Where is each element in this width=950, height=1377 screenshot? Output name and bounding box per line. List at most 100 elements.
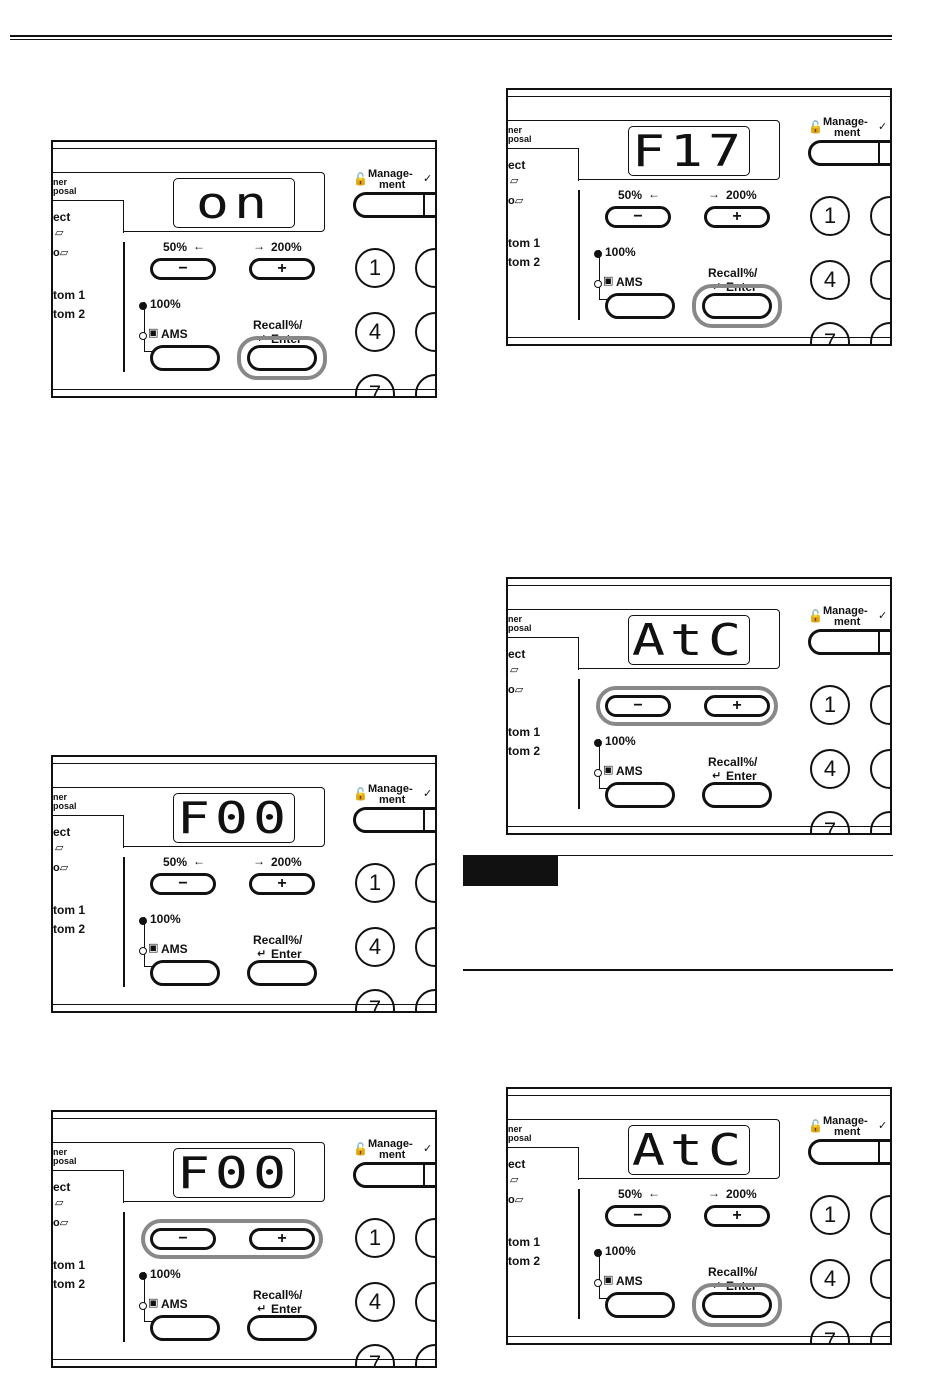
key-7[interactable]: 7 [810,322,850,344]
key-7[interactable]: 7 [355,1344,395,1366]
zoom-minus-button[interactable]: − [150,873,216,895]
enter-button[interactable] [247,1315,317,1341]
bracket-line [144,917,145,967]
lcd-readout: AtC [631,615,747,666]
enter-label: Enter [726,769,757,783]
enter-label: Enter [271,947,302,961]
enter-button[interactable] [702,1292,772,1318]
indicator-on-icon [594,739,602,747]
recall-label: Recall%/ [253,318,303,332]
key-8-partial[interactable] [415,1344,435,1366]
enter-button[interactable] [247,345,317,371]
key-4[interactable]: 4 [355,312,395,352]
key-7[interactable]: 7 [810,811,850,833]
recall-label: Recall%/ [708,266,758,280]
management-button[interactable] [808,140,890,166]
management-button[interactable] [808,1139,890,1165]
panel-inner-rule [508,585,890,586]
management-button[interactable] [808,629,890,655]
management-button[interactable] [353,807,435,833]
management-button[interactable] [353,192,435,218]
key-2-partial[interactable] [415,248,435,288]
key-5-partial[interactable] [415,1282,435,1322]
check-icon: ✓ [423,173,433,185]
ams-label: AMS [161,942,188,956]
zoom-plus-button[interactable]: + [704,1205,770,1227]
highlight-ring [692,1283,782,1327]
key-1[interactable]: 1 [355,248,395,288]
minus-icon: − [178,875,188,892]
ams-button[interactable] [150,1315,220,1341]
key-2-partial[interactable] [870,196,890,236]
ams-label: AMS [161,1297,188,1311]
key-4[interactable]: 4 [355,1282,395,1322]
bracket-line [599,1249,600,1299]
minus-icon: − [633,697,643,714]
zoom-minus-button[interactable]: − [605,206,671,228]
panel-bottom-rule [53,389,435,390]
zoom-minus-button[interactable]: − [605,1205,671,1227]
lcd-readout: on [195,178,273,229]
key-1[interactable]: 1 [355,863,395,903]
sidebar-label: ect [508,158,526,172]
enter-label: Enter [271,1302,302,1316]
ams-button[interactable] [605,1292,675,1318]
zoom-minus-button[interactable]: − [150,258,216,280]
key-8-partial[interactable] [870,322,890,344]
key-4[interactable]: 4 [810,260,850,300]
key-5-partial[interactable] [870,749,890,789]
management-button[interactable] [353,1162,435,1188]
key-5-partial[interactable] [415,927,435,967]
key-5-partial[interactable] [415,312,435,352]
key-1[interactable]: 1 [810,196,850,236]
ams-button[interactable] [150,345,220,371]
enter-button[interactable] [247,960,317,986]
key-1[interactable]: 1 [810,685,850,725]
key-4[interactable]: 4 [355,927,395,967]
key-8-partial[interactable] [415,989,435,1011]
key-8-partial[interactable] [415,374,435,396]
lcd-readout: F17 [631,126,747,177]
key-7[interactable]: 7 [355,989,395,1011]
bracket-line [144,966,154,967]
sidebar-label: tom 2 [508,255,541,269]
key-2-partial[interactable] [870,685,890,725]
ams-button[interactable] [605,293,675,319]
key-2-partial[interactable] [870,1195,890,1235]
zoom-plus-button[interactable]: + [704,206,770,228]
zoom-100-label: 100% [605,734,636,748]
key-5-partial[interactable] [870,1259,890,1299]
enter-button[interactable] [702,293,772,319]
key-2-partial[interactable] [415,863,435,903]
key-4[interactable]: 4 [810,1259,850,1299]
panel-inner-rule [508,1095,890,1096]
key-5-partial[interactable] [870,260,890,300]
key-7[interactable]: 7 [810,1321,850,1343]
key-2-partial[interactable] [415,1218,435,1258]
lock-icon: 🔓 [353,1142,368,1156]
sidebar-label: ner [508,614,523,624]
key-4[interactable]: 4 [810,749,850,789]
zoom-plus-button[interactable]: + [704,695,770,717]
recall-label: Recall%/ [708,755,758,769]
zoom-max-label: 200% [271,855,302,869]
ams-button[interactable] [605,782,675,808]
key-7[interactable]: 7 [355,374,395,396]
sidebar-label: tom 1 [508,236,541,250]
sidebar-label: tom 1 [508,725,541,739]
lcd-readout: F00 [176,1148,292,1199]
bracket-line [144,302,145,352]
bracket-line [599,1298,609,1299]
enter-button[interactable] [702,782,772,808]
zoom-plus-button[interactable]: + [249,873,315,895]
zoom-100-label: 100% [150,297,181,311]
key-1[interactable]: 1 [810,1195,850,1235]
zoom-plus-button[interactable]: + [249,258,315,280]
plus-icon: + [277,260,287,277]
ams-button[interactable] [150,960,220,986]
key-8-partial[interactable] [870,1321,890,1343]
key-1[interactable]: 1 [355,1218,395,1258]
key-8-partial[interactable] [870,811,890,833]
sidebar-label: ner [508,125,523,135]
sidebar-label: ner [53,1147,68,1157]
